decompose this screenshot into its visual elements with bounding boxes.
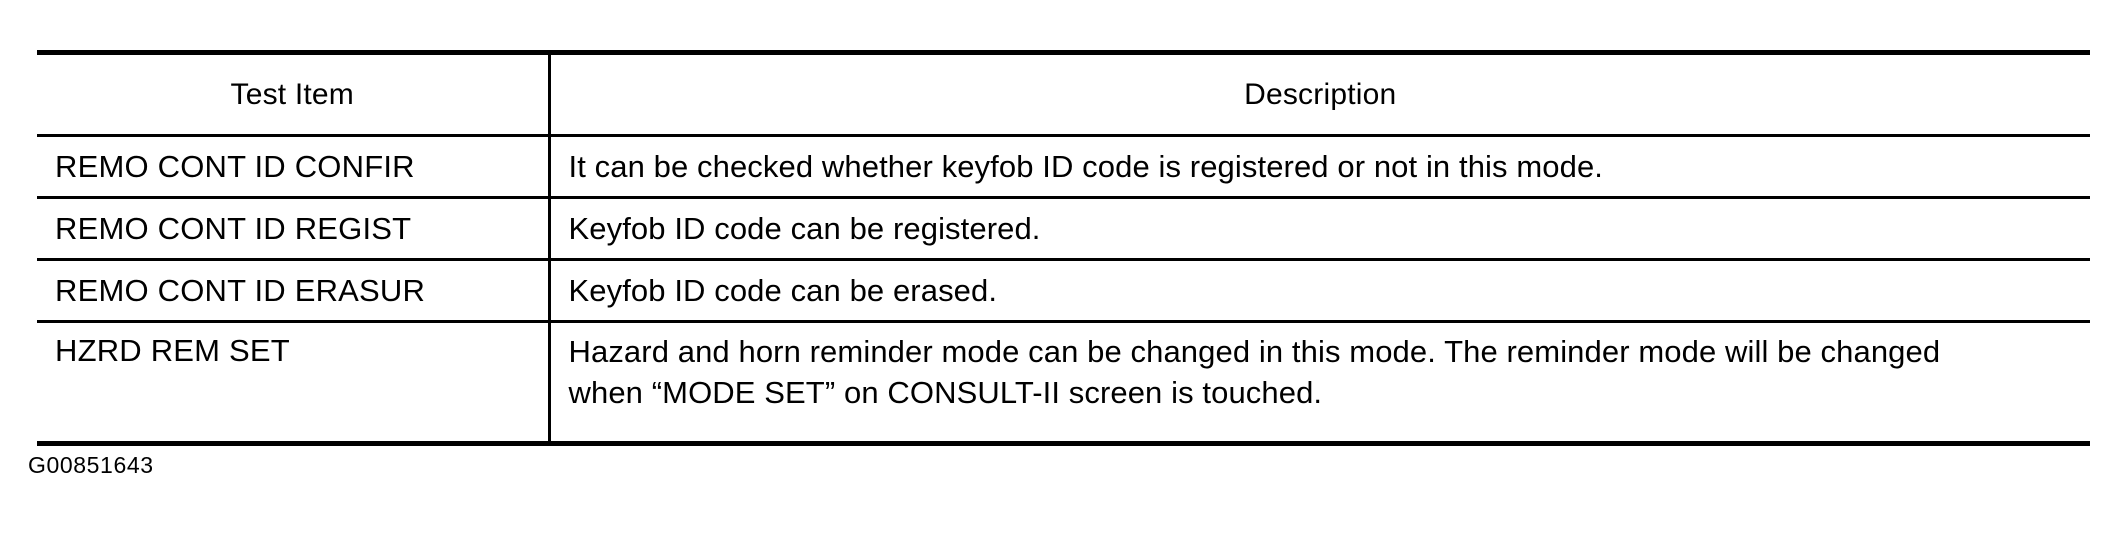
table-row: HZRD REM SET Hazard and horn reminder mo…: [37, 321, 2090, 446]
description-line: It can be checked whether keyfob ID code…: [568, 149, 1603, 184]
cell-description: It can be checked whether keyfob ID code…: [547, 135, 2090, 199]
cell-test-item: REMO CONT ID CONFIR: [37, 135, 549, 199]
table-header-row: Test Item Description: [37, 50, 2090, 137]
test-item-description-table: Test Item Description REMO CONT ID CONFI…: [37, 50, 2090, 446]
description-line: when “MODE SET” on CONSULT-II screen is …: [568, 375, 1323, 410]
column-header-description: Description: [547, 50, 2090, 137]
table-header: Test Item Description: [37, 50, 2090, 137]
description-line: Keyfob ID code can be erased.: [568, 273, 998, 308]
cell-test-item: REMO CONT ID ERASUR: [37, 259, 549, 323]
description-line: Hazard and horn reminder mode can be cha…: [568, 334, 1941, 369]
cell-description: Keyfob ID code can be erased.: [547, 259, 2090, 323]
cell-test-item: HZRD REM SET: [37, 321, 549, 446]
cell-description: Hazard and horn reminder mode can be cha…: [547, 321, 2090, 446]
description-line: Keyfob ID code can be registered.: [568, 211, 1041, 246]
cell-test-item: REMO CONT ID REGIST: [37, 197, 549, 261]
table-body: REMO CONT ID CONFIR It can be checked wh…: [37, 135, 2090, 446]
table-row: REMO CONT ID ERASUR Keyfob ID code can b…: [37, 259, 2090, 323]
figure-code-label: G00851643: [28, 452, 154, 478]
cell-description: Keyfob ID code can be registered.: [547, 197, 2090, 261]
column-header-test-item: Test Item: [37, 50, 549, 137]
table-row: REMO CONT ID CONFIR It can be checked wh…: [37, 135, 2090, 199]
table-row: REMO CONT ID REGIST Keyfob ID code can b…: [37, 197, 2090, 261]
